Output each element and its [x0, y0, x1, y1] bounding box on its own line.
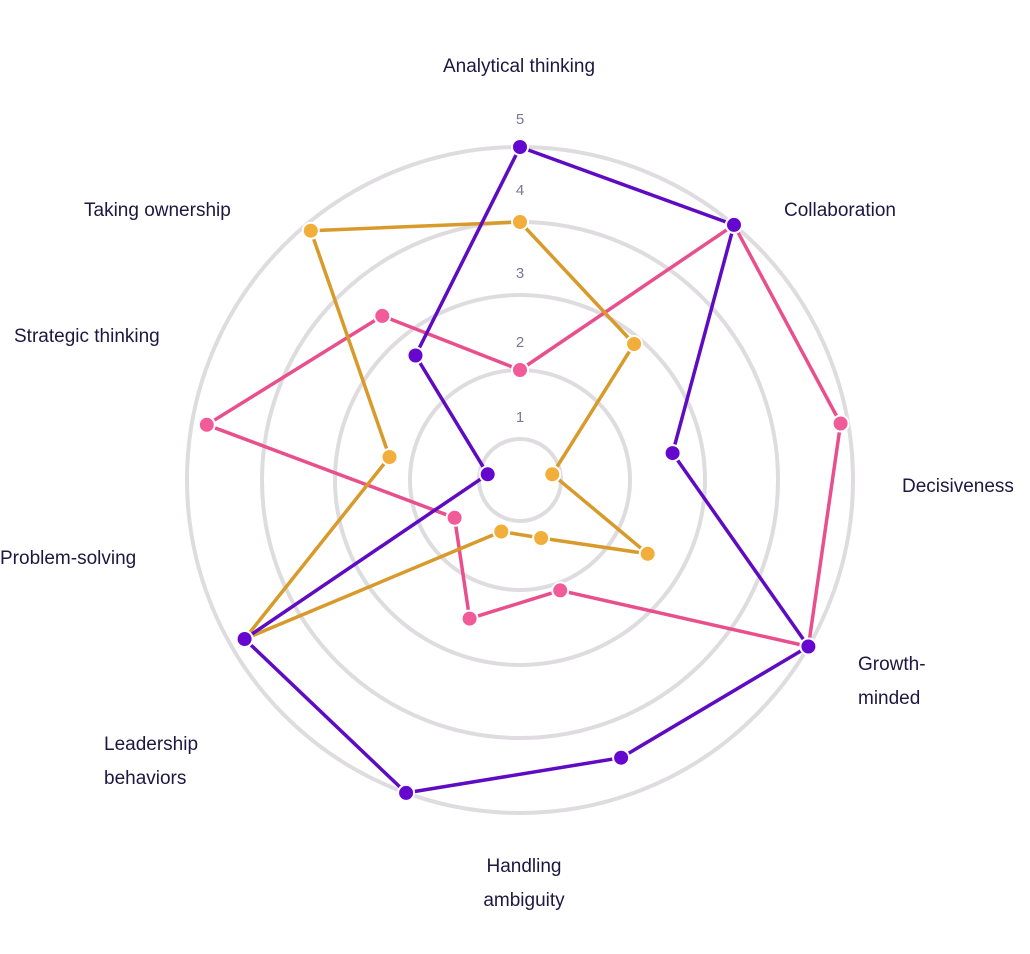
- tick-label: 4: [516, 182, 524, 199]
- series-line-1: [205, 223, 843, 649]
- series-2-point[interactable]: [638, 544, 657, 563]
- series-2-point[interactable]: [492, 522, 511, 541]
- axis-label-line: ambiguity: [483, 890, 565, 911]
- axis-label: Handling ambiguity: [483, 856, 565, 911]
- series-points: [197, 138, 850, 802]
- series-lines: [205, 145, 843, 795]
- radial-tick-labels: 1 2 3 4 5: [516, 111, 524, 426]
- series-3-point[interactable]: [511, 138, 529, 156]
- series-3-point[interactable]: [397, 783, 416, 802]
- series-1-point[interactable]: [373, 306, 392, 325]
- grid-rings: [185, 145, 855, 815]
- series-3-point[interactable]: [799, 637, 818, 656]
- series-3-point[interactable]: [663, 444, 682, 463]
- series-3-point[interactable]: [406, 346, 425, 365]
- axis-label: Leadership behaviors: [104, 734, 198, 789]
- series-1-point[interactable]: [445, 508, 464, 527]
- series-1-point[interactable]: [831, 414, 850, 433]
- tick-label: 1: [516, 409, 524, 426]
- series-2-point[interactable]: [543, 465, 562, 484]
- axis-label: Collaboration: [784, 200, 896, 221]
- tick-label: 5: [516, 111, 524, 128]
- axis-label-line: Problem-solving: [0, 548, 136, 569]
- series-3-point[interactable]: [612, 748, 631, 767]
- series-line-2: [242, 220, 650, 641]
- series-1-point[interactable]: [460, 609, 479, 628]
- series-2-point[interactable]: [625, 335, 644, 353]
- axis-label: Taking ownership: [84, 200, 231, 221]
- series-line-3: [242, 145, 811, 795]
- axis-label: Decisiveness: [902, 476, 1014, 497]
- axis-label-line: minded: [858, 688, 920, 709]
- series-2-point[interactable]: [511, 213, 529, 231]
- series-1-point[interactable]: [551, 581, 570, 600]
- series-3-point[interactable]: [478, 465, 497, 484]
- axis-label-line: Strategic thinking: [14, 326, 160, 347]
- axis-label-line: Handling: [487, 856, 562, 877]
- grid-ring-5: [185, 145, 855, 815]
- axis-label: Analytical thinking: [443, 56, 595, 77]
- axis-label: Growth-minded: [858, 654, 926, 709]
- series-2-point[interactable]: [380, 448, 399, 466]
- axis-label-line: Taking ownership: [84, 200, 231, 221]
- series-3-point[interactable]: [235, 630, 254, 648]
- axis-label-line: Decisiveness: [902, 476, 1014, 497]
- grid-ring-3: [333, 293, 707, 667]
- series-2-point[interactable]: [301, 221, 320, 240]
- axis-label: Problem-solving: [0, 548, 136, 569]
- series-3-point[interactable]: [725, 215, 743, 234]
- grid-ring-4: [260, 220, 780, 740]
- tick-label: 3: [516, 265, 524, 282]
- series-2-point[interactable]: [532, 529, 551, 547]
- series-1-point[interactable]: [197, 415, 216, 434]
- axis-label-line: Growth-: [858, 654, 926, 675]
- axis-labels: Analytical thinkingCollaborationDecisive…: [0, 56, 1014, 911]
- axis-label: Strategic thinking: [14, 326, 160, 347]
- axis-label-line: Leadership: [104, 734, 198, 755]
- axis-label-line: Analytical thinking: [443, 56, 595, 77]
- series-1-point[interactable]: [511, 361, 529, 379]
- tick-label: 2: [516, 334, 524, 351]
- axis-label-line: Collaboration: [784, 200, 896, 221]
- axis-label-line: behaviors: [104, 768, 186, 789]
